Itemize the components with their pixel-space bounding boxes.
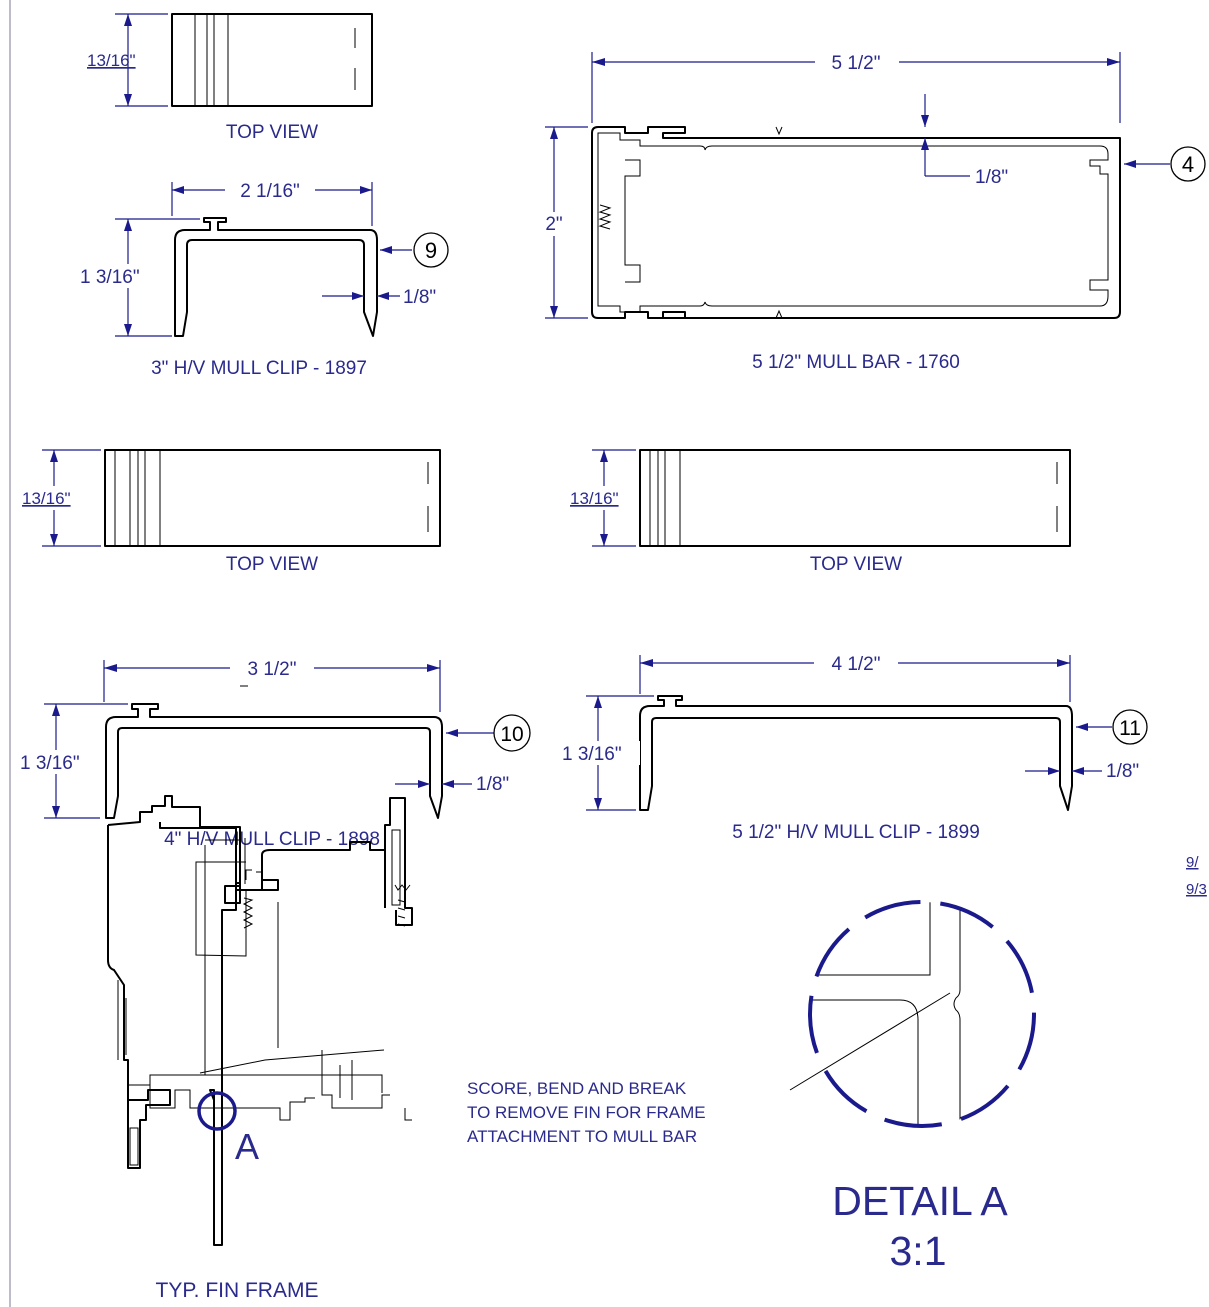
title-mull-bar-1760: 5 1/2" MULL BAR - 1760 xyxy=(752,352,960,373)
fin-frame-section: A TYP. FIN FRAME xyxy=(107,685,413,1302)
dim-width-1897: 2 1/16" xyxy=(240,181,300,202)
dim-height-1897: 1 3/16" xyxy=(80,267,140,288)
edge-text-1: 9/ xyxy=(1186,854,1199,871)
detail-a: DETAIL A 3:1 xyxy=(808,900,1036,1274)
fin-removal-note: SCORE, BEND AND BREAK TO REMOVE FIN FOR … xyxy=(467,992,951,1146)
detail-a-letter: A xyxy=(235,1126,259,1167)
mull-bar-1760: 5 1/2" 2" 1/8" 4 5 1/2" MULL BAR - 1760 xyxy=(536,50,1206,373)
edge-text-2: 9/3 xyxy=(1186,881,1207,898)
note-line-3: ATTACHMENT TO MULL BAR xyxy=(467,1127,697,1146)
detail-a-circle xyxy=(808,900,1036,1128)
label-top-view-1898: TOP VIEW xyxy=(226,554,318,575)
title-clip-1897: 3" H/V MULL CLIP - 1897 xyxy=(151,358,367,379)
clip-1899: 4 1/2" 1 3/16" 1/8" 11 5 1/2" H/V MULL C… xyxy=(560,652,1148,843)
note-line-2: TO REMOVE FIN FOR FRAME xyxy=(467,1103,706,1122)
dim-width-1899: 4 1/2" xyxy=(831,654,880,675)
detail-a-title: DETAIL A xyxy=(832,1178,1008,1224)
title-clip-1899: 5 1/2" H/V MULL CLIP - 1899 xyxy=(732,822,980,843)
title-clip-1898: 4" H/V MULL CLIP - 1898 xyxy=(164,829,380,850)
label-top-view-1897: TOP VIEW xyxy=(226,122,318,143)
note-line-1: SCORE, BEND AND BREAK xyxy=(467,1079,687,1098)
dim-wall-1899: 1/8" xyxy=(1106,761,1139,782)
callout-4: 4 xyxy=(1182,152,1194,177)
callout-bubble-10 xyxy=(493,714,531,752)
top-view-clip-1899: 13/16" TOP VIEW xyxy=(568,449,1071,575)
top-view-clip-1897: 13/16" TOP VIEW xyxy=(87,13,373,143)
dim-wall-1760: 1/8" xyxy=(975,167,1008,188)
dim-height-1760: 2" xyxy=(545,214,562,235)
dim-top-view-1897: 13/16" xyxy=(87,51,136,70)
callout-bubble-11 xyxy=(1112,709,1148,745)
callout-9: 9 xyxy=(425,238,437,263)
dim-width-1760: 5 1/2" xyxy=(831,53,880,74)
dim-wall-1897: 1/8" xyxy=(403,287,436,308)
detail-a-scale: 3:1 xyxy=(890,1228,947,1274)
callout-11: 11 xyxy=(1119,717,1141,740)
detail-a-marker xyxy=(197,1091,237,1131)
clip-1898: 3 1/2" 1 3/16" 1/8" 10 4" H/V MULL CLIP … xyxy=(18,657,531,850)
dim-top-view-1898: 13/16" xyxy=(22,489,71,508)
callout-bubble-4 xyxy=(1170,146,1206,182)
top-view-clip-1898: 13/16" TOP VIEW xyxy=(20,449,441,575)
dim-height-1898: 1 3/16" xyxy=(20,753,80,774)
clip-1897: 2 1/16" 1 3/16" 1/8" 9 3" H/V MULL CLIP … xyxy=(78,180,449,379)
dim-top-view-1899: 13/16" xyxy=(570,489,619,508)
callout-10: 10 xyxy=(500,723,523,746)
dim-height-1899: 1 3/16" xyxy=(562,744,622,765)
dim-wall-1898: 1/8" xyxy=(476,774,509,795)
title-fin-frame: TYP. FIN FRAME xyxy=(156,1279,319,1302)
label-top-view-1899: TOP VIEW xyxy=(810,554,902,575)
callout-bubble-9 xyxy=(413,232,449,268)
dim-width-1898: 3 1/2" xyxy=(247,659,296,680)
